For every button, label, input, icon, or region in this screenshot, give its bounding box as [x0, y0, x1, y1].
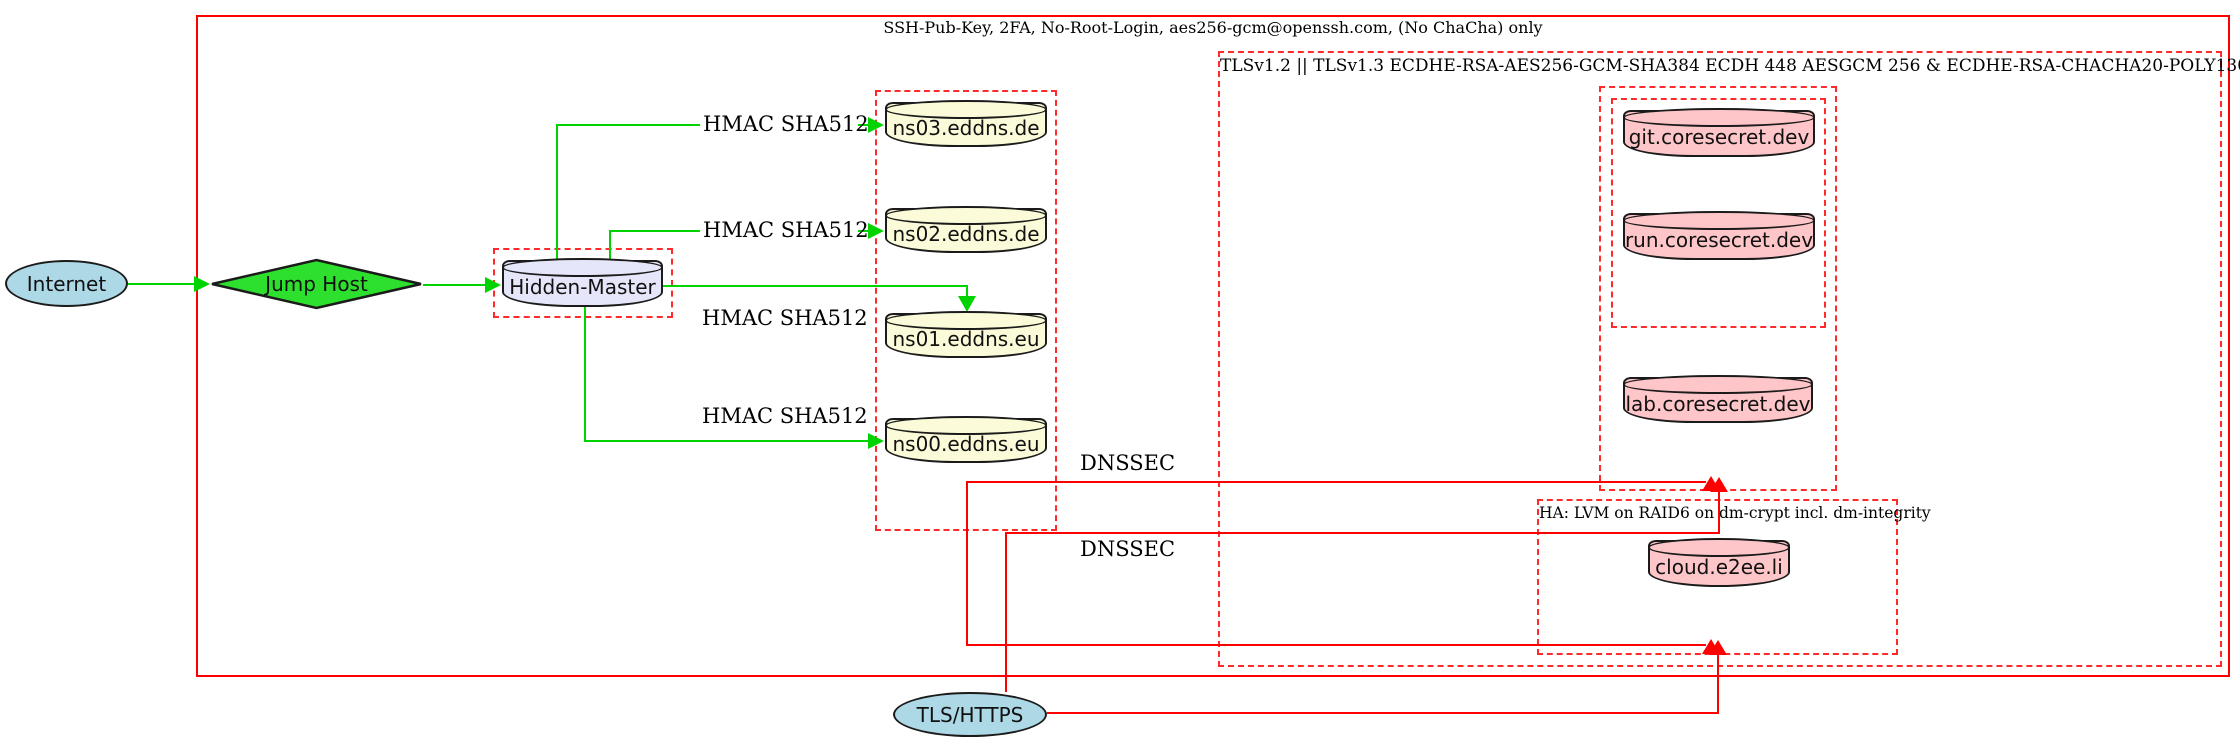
edge-label-dnssec-1: DNSSEC: [1077, 452, 1175, 475]
arrowhead-into-ns03: [868, 117, 884, 133]
edge-internet-jumphost: [128, 283, 195, 285]
edge-label-hmac-ns00: HMAC SHA512: [699, 405, 868, 428]
arrowhead-into-hiddenmaster: [485, 277, 501, 293]
jump-host-diamond-shape: [211, 258, 422, 310]
node-git-coresecret: git.coresecret.dev: [1623, 108, 1815, 157]
edge-hm-ns00-horizontal: [584, 440, 869, 442]
git-run-subgroup-frame: [1611, 98, 1826, 328]
node-cloud-label: cloud.e2ee.li: [1655, 555, 1783, 579]
edge-hm-ns01-vertical: [966, 285, 968, 297]
edge-hm-ns02-vertical: [609, 230, 611, 261]
edge-tlshttps-group-horizontal: [1005, 532, 1720, 534]
node-hidden-master: Hidden-Master: [502, 258, 663, 307]
node-lab-label: lab.coresecret.dev: [1625, 391, 1811, 416]
node-lab-coresecret: lab.coresecret.dev: [1623, 375, 1813, 423]
edge-tlshttps-group-vertical1: [1005, 532, 1007, 692]
edge-dnssec-upper-horizontal: [966, 481, 1706, 483]
edge-tlshttps-ha-vertical: [1717, 654, 1719, 714]
node-ns00: ns00.eddns.eu: [885, 416, 1047, 463]
arrowhead-into-jumphost: [194, 276, 210, 292]
edge-hm-ns03-vertical: [556, 124, 558, 261]
edge-dnssec-lower-horizontal: [966, 644, 1706, 646]
node-internet: Internet: [5, 260, 128, 307]
node-ns02-label: ns02.eddns.de: [892, 222, 1040, 246]
arrowhead-into-ns02: [868, 223, 884, 239]
arrowhead-into-ns00: [868, 433, 884, 449]
node-tls-https-label: TLS/HTTPS: [916, 702, 1024, 727]
edge-jumphost-hiddenmaster: [423, 284, 486, 286]
node-ns00-label: ns00.eddns.eu: [892, 432, 1040, 456]
edge-tlshttps-ha-horizontal: [1047, 712, 1719, 714]
node-tls-https: TLS/HTTPS: [893, 692, 1047, 737]
edge-label-hmac-ns03: HMAC SHA512: [700, 113, 869, 136]
node-ns03-label: ns03.eddns.de: [892, 116, 1040, 140]
edge-hm-ns00-vertical: [584, 307, 586, 442]
node-run-label: run.coresecret.dev: [1624, 228, 1814, 252]
tls-zone-frame-label: TLSv1.2 || TLSv1.3 ECDHE-RSA-AES256-GCM-…: [1220, 56, 2240, 76]
node-git-label: git.coresecret.dev: [1628, 125, 1810, 149]
node-jump-host: Jump Host: [210, 258, 423, 310]
node-jump-host-label: Jump Host: [265, 272, 368, 296]
tls-zone-frame: [1218, 51, 2222, 667]
node-hidden-master-label: Hidden-Master: [509, 275, 656, 299]
edge-dnssec-vertical: [966, 481, 968, 646]
node-ns01: ns01.eddns.eu: [885, 311, 1047, 358]
node-ns02: ns02.eddns.de: [885, 206, 1047, 253]
edge-tlshttps-group-vertical2: [1718, 491, 1720, 532]
edge-label-dnssec-2: DNSSEC: [1077, 538, 1175, 561]
arrowhead-into-coresecret-group-2: [1710, 477, 1728, 492]
node-run-coresecret: run.coresecret.dev: [1623, 211, 1815, 260]
edge-label-hmac-ns01: HMAC SHA512: [699, 307, 868, 330]
edge-label-hmac-ns02: HMAC SHA512: [700, 219, 869, 242]
edge-hm-ns01-horizontal: [663, 285, 968, 287]
arrowhead-into-ha-frame-2: [1709, 640, 1727, 655]
ssh-hardening-frame-label: SSH-Pub-Key, 2FA, No-Root-Login, aes256-…: [883, 18, 1543, 37]
node-ns01-label: ns01.eddns.eu: [892, 327, 1040, 351]
arrowhead-into-ns01: [958, 296, 976, 312]
ha-storage-frame-label: HA: LVM on RAID6 on dm-crypt incl. dm-in…: [1539, 504, 1931, 522]
node-ns03: ns03.eddns.de: [885, 100, 1047, 147]
node-internet-label: Internet: [26, 271, 107, 296]
ssh-hardening-frame: [196, 15, 2230, 677]
node-cloud-e2ee: cloud.e2ee.li: [1648, 538, 1790, 587]
